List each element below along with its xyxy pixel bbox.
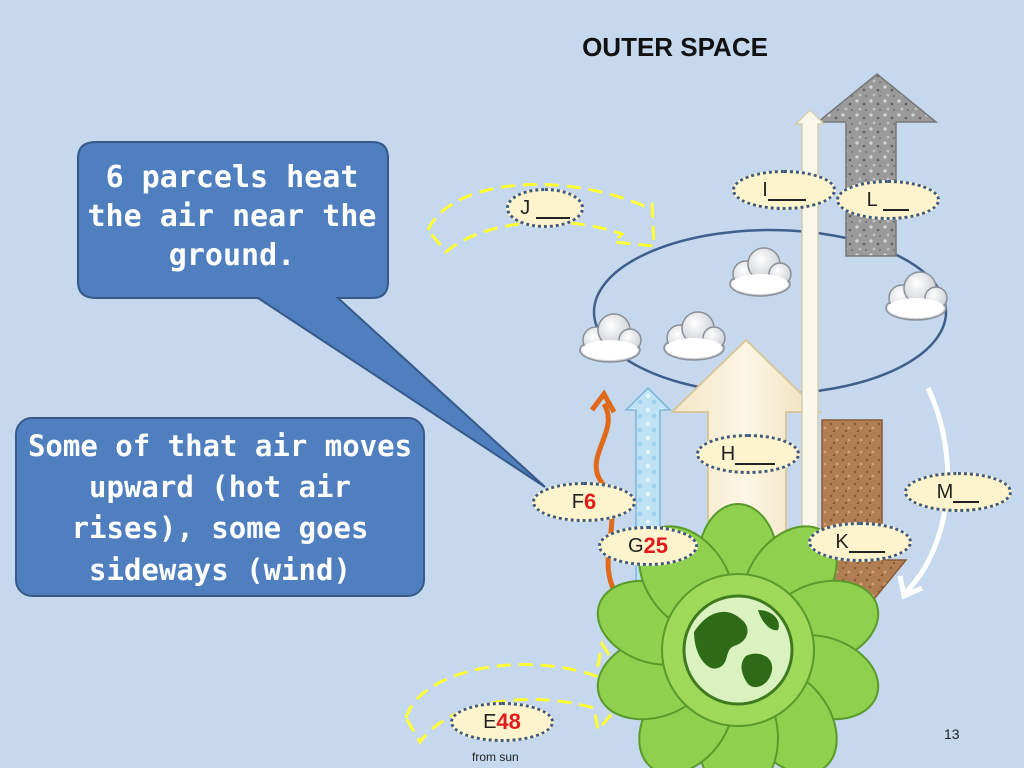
orange-squiggle-arrow bbox=[593, 402, 623, 602]
answer-e: 48 bbox=[496, 709, 521, 734]
cloud-icon bbox=[579, 313, 642, 363]
from-sun-caption: from sun bbox=[472, 750, 519, 764]
label-k: K bbox=[808, 522, 912, 562]
label-i: I bbox=[732, 170, 836, 210]
cloud-icon bbox=[885, 271, 948, 321]
callout-bubble-2 bbox=[15, 417, 425, 597]
outer-space-title: OUTER SPACE bbox=[582, 32, 768, 62]
label-j: J bbox=[506, 188, 584, 228]
thin-arrow bbox=[794, 108, 826, 546]
callout-heat-parcels: 6 parcels heat the air near the ground. bbox=[87, 160, 377, 273]
label-m: M bbox=[904, 472, 1012, 512]
answer-f: 6 bbox=[583, 489, 597, 514]
sun-arrow-top bbox=[426, 183, 656, 255]
callout-bubble-1 bbox=[77, 141, 546, 488]
page-number: 13 bbox=[944, 726, 960, 742]
answer-g: 25 bbox=[643, 533, 669, 558]
cloud-icon bbox=[663, 311, 726, 361]
flower-earth bbox=[596, 503, 880, 768]
cloud-icon bbox=[729, 247, 792, 297]
label-h: H bbox=[696, 434, 800, 474]
callout-air-moves: Some of that air moves upward (hot air r… bbox=[27, 429, 413, 587]
label-l: L bbox=[836, 180, 940, 220]
gray-arrow bbox=[815, 73, 939, 257]
